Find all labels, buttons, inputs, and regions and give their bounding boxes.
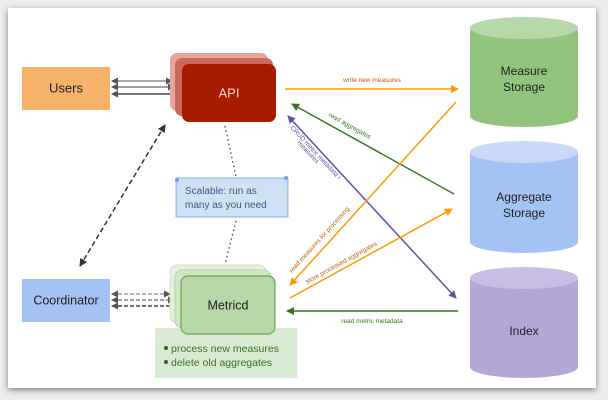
index-label: Index: [509, 324, 538, 338]
measure-storage-label-line2: Storage: [503, 80, 545, 94]
edge-read-metric-metadata-label: read metric metadata: [341, 318, 403, 325]
index-top: [470, 267, 578, 289]
aggregate-storage-body: [470, 152, 578, 253]
metricd-node[interactable]: Metricd: [169, 264, 276, 335]
api-label: API: [219, 85, 240, 100]
edge-crud-label-line1: CRUD metric metadata /: [289, 125, 343, 182]
users-box: [22, 67, 110, 110]
task-item-1: process new measures: [171, 343, 279, 355]
aggregate-storage-label-line2: Storage: [503, 206, 545, 220]
task-item-2: delete old aggregates: [171, 357, 272, 369]
coordinator-box: [22, 279, 110, 322]
metricd-tasks-panel: process new measures delete old aggregat…: [155, 328, 297, 378]
metricd-box: [180, 275, 276, 335]
metricd-note-dotted-line: [223, 220, 237, 269]
aggregate-storage-top: [470, 141, 578, 163]
api-node[interactable]: API: [170, 53, 276, 122]
coordinator-node[interactable]: Coordinator: [22, 279, 110, 322]
users-api-connectors: [111, 77, 181, 98]
metricd-label: Metricd: [208, 298, 249, 312]
scalable-note-line2: many as you need: [185, 200, 267, 211]
users-label: Users: [49, 80, 83, 95]
task-bullet-1: [164, 346, 168, 350]
index-body: [470, 278, 578, 378]
coordinator-label: Coordinator: [33, 293, 98, 307]
scalable-note-line1: Scalable: run as: [185, 186, 257, 197]
scalable-note: Scalable: run as many as you need: [175, 176, 289, 218]
measure-storage-body: [470, 28, 578, 127]
edge-read-measures-for-processing: [289, 101, 457, 286]
scalable-note-box: [175, 177, 289, 218]
edge-crud-metric-metadata: [287, 115, 457, 299]
note-scroll-corner-right: [284, 176, 288, 180]
coordinator-metricd-connectors: [111, 290, 181, 310]
index-node[interactable]: Index: [470, 267, 578, 378]
note-scroll-corner-left: [175, 178, 179, 182]
task-bullet-2: [164, 360, 168, 364]
measure-storage-node[interactable]: Measure Storage: [470, 17, 578, 127]
users-node[interactable]: Users: [22, 67, 110, 110]
edge-write-new-measures-label: write new measures: [342, 77, 402, 84]
metricd-tasks-box: [155, 328, 297, 378]
aggregate-storage-label-line1: Aggregate: [496, 190, 552, 204]
api-note-dotted-line: [224, 125, 237, 178]
measure-storage-top: [470, 17, 578, 39]
edge-store-processed-aggregates: [289, 208, 453, 299]
coordinator-api-dashed-arrow: [79, 124, 166, 267]
measure-storage-label-line1: Measure: [501, 64, 548, 78]
api-box: [182, 64, 276, 122]
aggregate-storage-node[interactable]: Aggregate Storage: [470, 141, 578, 253]
